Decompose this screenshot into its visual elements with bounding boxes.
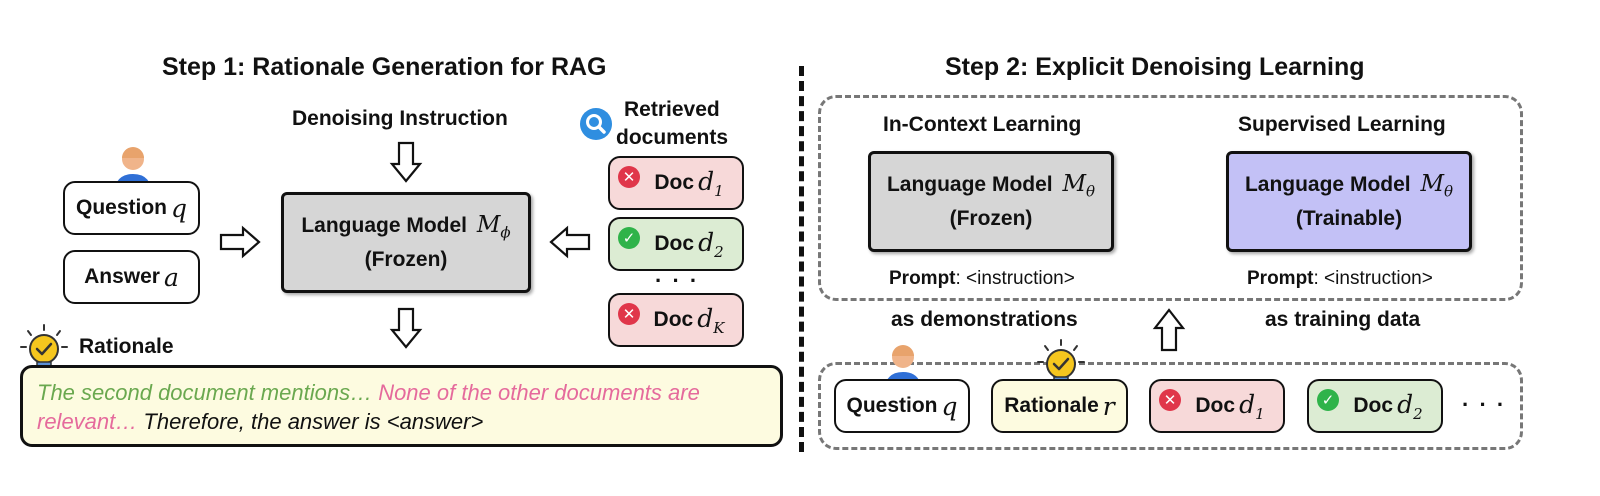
- lm-title: Language Model: [1244, 172, 1411, 196]
- check-icon: ✓: [1317, 389, 1339, 411]
- question-var: q: [171, 193, 188, 223]
- x-icon: ✕: [618, 166, 640, 188]
- icl-title: In-Context Learning: [883, 113, 1082, 136]
- language-model-trainable-sl: Language Model Mθ (Trainable): [1226, 151, 1472, 252]
- lm-symbol: M: [1062, 170, 1087, 197]
- check-icon: ✓: [618, 227, 640, 249]
- doc-var: d: [1239, 389, 1256, 419]
- answer-var: a: [163, 262, 179, 292]
- rationale-text-answer: Therefore, the answer is <answer>: [143, 409, 484, 434]
- doc-var: d: [698, 227, 715, 257]
- lm-subscript: ϕ: [500, 223, 511, 242]
- training-inputs-container: [818, 362, 1523, 450]
- doc-var: d: [698, 166, 715, 196]
- question-var: q: [941, 391, 958, 421]
- lm-symbol: M: [1420, 170, 1445, 197]
- retrieved-label-line1: Retrieved: [624, 98, 720, 121]
- doc-label: Doc: [654, 171, 695, 194]
- rationale-text-box: The second document mentions… None of th…: [20, 365, 783, 447]
- denoising-instruction-label: Denoising Instruction: [292, 107, 508, 130]
- doc-label: Doc: [654, 232, 695, 255]
- doc-sub: K: [713, 318, 725, 337]
- learning-methods-container: [818, 95, 1523, 301]
- lm-subscript: θ: [1444, 182, 1454, 201]
- prompt-value: : <instruction>: [1313, 268, 1433, 289]
- question-label: Question: [75, 196, 167, 219]
- lm-frozen-label: (Frozen): [364, 248, 448, 272]
- answer-label: Answer: [84, 265, 160, 288]
- doc-sub: 2: [1413, 404, 1423, 423]
- x-icon: ✕: [618, 303, 640, 325]
- lightbulb-icon: [1035, 338, 1087, 394]
- arrow-down-icon: [389, 141, 423, 183]
- docs-ellipsis: · · ·: [655, 268, 700, 293]
- search-icon: [580, 108, 612, 140]
- doc-label: Doc: [653, 308, 694, 331]
- rationale-text-irrelevant: None of the other documents are relevant…: [37, 380, 700, 434]
- doc-var: d: [697, 303, 714, 333]
- x-icon: ✕: [1159, 389, 1181, 411]
- icl-prompt: Prompt: <instruction>: [889, 268, 1075, 290]
- prompt-key: Prompt: [1247, 268, 1314, 289]
- arrow-left-icon: [549, 225, 591, 259]
- question-label: Question: [846, 394, 938, 417]
- rationale-label: Rationale: [79, 335, 174, 358]
- section-divider: [799, 66, 804, 452]
- doc-sub: 1: [1255, 404, 1265, 423]
- doc-label: Doc: [1195, 394, 1236, 417]
- language-model-frozen-step1: Language Model Mϕ (Frozen): [281, 192, 531, 293]
- as-training-data-label: as training data: [1265, 308, 1421, 331]
- doc-var: d: [1397, 389, 1414, 419]
- lm-frozen-label: (Frozen): [949, 207, 1033, 231]
- docs-ellipsis-step2: · · ·: [1462, 392, 1507, 417]
- prompt-key: Prompt: [889, 268, 956, 289]
- step2-title: Step 2: Explicit Denoising Learning: [945, 53, 1365, 81]
- sl-prompt: Prompt: <instruction>: [1247, 268, 1433, 290]
- arrow-right-icon: [219, 225, 261, 259]
- lm-title: Language Model: [886, 172, 1053, 196]
- lm-symbol: M: [476, 211, 501, 238]
- sl-title: Supervised Learning: [1238, 113, 1446, 136]
- prompt-value: : <instruction>: [955, 268, 1075, 289]
- lm-subscript: θ: [1086, 182, 1096, 201]
- doc-sub: 1: [714, 181, 724, 200]
- retrieved-label-line2: documents: [616, 126, 729, 149]
- step1-title: Step 1: Rationale Generation for RAG: [162, 53, 607, 81]
- arrow-up-icon: [1152, 308, 1186, 352]
- doc-sub: 2: [714, 242, 724, 261]
- language-model-frozen-icl: Language Model Mθ (Frozen): [868, 151, 1114, 252]
- rationale-text-relevant: The second document mentions…: [37, 380, 379, 405]
- lm-title: Language Model: [301, 213, 468, 237]
- as-demonstrations-label: as demonstrations: [891, 308, 1078, 331]
- rationale-var: r: [1102, 391, 1115, 421]
- lm-trainable-label: (Trainable): [1295, 207, 1403, 231]
- rationale-label: Rationale: [1004, 394, 1099, 417]
- doc-label: Doc: [1353, 394, 1394, 417]
- arrow-down-icon: [389, 307, 423, 349]
